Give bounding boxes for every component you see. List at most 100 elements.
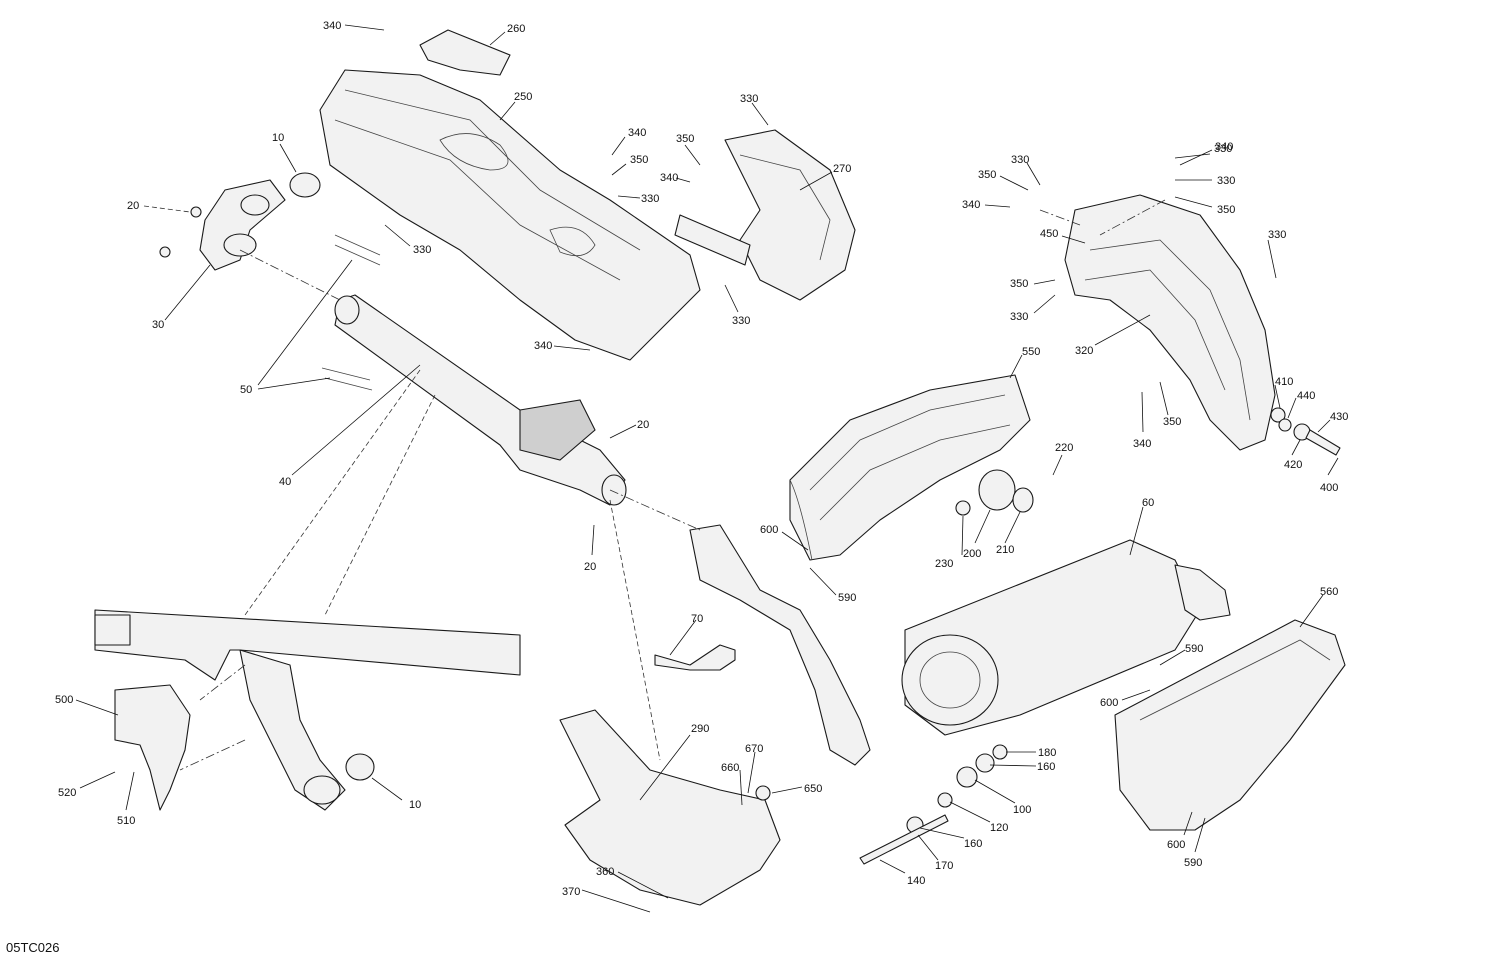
callout-label: 650 [804,783,822,795]
callout-label: 600 [1100,697,1118,709]
callout-label: 120 [990,822,1008,834]
exhaust-pipe-60 [689,524,871,766]
grommet-100 [956,766,978,788]
callout-label: 140 [907,875,925,887]
callout-label: 170 [935,860,953,872]
callout-label: 270 [833,163,851,175]
callout-label: 10 [272,132,284,144]
gasket-10-top [289,172,321,198]
callout-label: 180 [1038,747,1056,759]
callout-label: 430 [1330,411,1348,423]
callout-label: 340 [323,20,341,32]
washer-160 [975,753,995,773]
callout-label: 330 [1214,143,1232,155]
callout-label: 200 [963,548,981,560]
grommet-210 [1012,487,1034,513]
exhaust-pipe-40 [334,294,627,506]
callout-label: 590 [1185,643,1203,655]
assembly-line-3 [244,369,421,616]
callout-label: 230 [935,558,953,570]
callout-label: 330 [641,193,659,205]
callout-label: 330 [1268,229,1286,241]
callout-label: 340 [1133,438,1151,450]
callout-label: 30 [152,319,164,331]
callout-label: 400 [1320,482,1338,494]
callout-label: 220 [1055,442,1073,454]
callout-label: 450 [1040,228,1058,240]
callout-label: 500 [55,694,73,706]
grommet-410 [1270,407,1286,423]
assembly-line-1 [239,249,341,301]
nut-230 [955,500,971,516]
figure-code: 05TC026 [6,940,60,955]
callout-label: 50 [240,384,252,396]
callout-label: 20 [637,419,649,431]
gasket-10-lower [345,753,375,781]
callout-label: 520 [58,787,76,799]
callout-label: 40 [279,476,291,488]
callout-label: 330 [1217,175,1235,187]
callout-label: 330 [1010,311,1028,323]
callout-label: 330 [732,315,750,327]
heat-shield-250 [319,69,701,361]
washer-440 [1278,418,1292,432]
callout-label: 70 [691,613,703,625]
oxygen-sensor-70 [654,644,736,671]
callout-label: 600 [760,524,778,536]
spring-50-upper [334,234,381,266]
callout-label: 340 [534,340,552,352]
assembly-line-7 [179,739,246,771]
heat-shield-500 [114,684,191,811]
callout-label: 420 [1284,459,1302,471]
grommet-120 [937,792,953,808]
bolt-400 [1305,429,1341,456]
callout-label: 330 [740,93,758,105]
callout-label: 260 [507,23,525,35]
callout-label: 350 [1217,204,1235,216]
callout-label: 550 [1022,346,1040,358]
callout-group: 340 260 250 10 20 30 330 50 40 20 20 340… [55,20,1348,913]
assembly-line-6 [199,664,246,701]
bracket-200 [978,469,1016,511]
callout-label: 340 [660,172,678,184]
callout-label: 350 [1163,416,1181,428]
callout-label: 440 [1297,390,1315,402]
callout-label: 350 [630,154,648,166]
exhaust-pipe-40-lower [94,609,521,811]
heat-shield-320 [1064,194,1276,451]
callout-label: 320 [1075,345,1093,357]
nut-20a [190,206,202,218]
callout-label: 290 [691,723,709,735]
callout-label: 60 [1142,497,1154,509]
nut-180 [992,744,1008,760]
callout-label: 350 [676,133,694,145]
spring-50-lower [321,367,373,391]
assembly-line-8 [1099,199,1166,236]
flange-30 [199,179,286,271]
nut-20b [159,246,171,258]
callout-label: 340 [628,127,646,139]
callout-label: 330 [413,244,431,256]
assembly-line-2 [324,394,436,616]
heat-shield-270 [674,129,856,301]
callout-label: 100 [1013,804,1031,816]
muffler-60 [901,539,1231,736]
assembly-line-5 [609,499,661,761]
callout-label: 350 [978,169,996,181]
grommet-650 [755,785,771,801]
callout-label: 330 [1011,154,1029,166]
callout-label: 210 [996,544,1014,556]
heat-shield-550 [789,374,1031,561]
callout-label: 510 [117,815,135,827]
callout-label: 590 [1184,857,1202,869]
callout-label: 250 [514,91,532,103]
callout-label: 160 [964,838,982,850]
callout-label: 600 [1167,839,1185,851]
callout-label: 160 [1037,761,1055,773]
callout-label: 350 [1010,278,1028,290]
callout-label: 560 [1320,586,1338,598]
bolt-140 [859,814,949,865]
callout-label: 410 [1275,376,1293,388]
callout-label: 360 [596,866,614,878]
